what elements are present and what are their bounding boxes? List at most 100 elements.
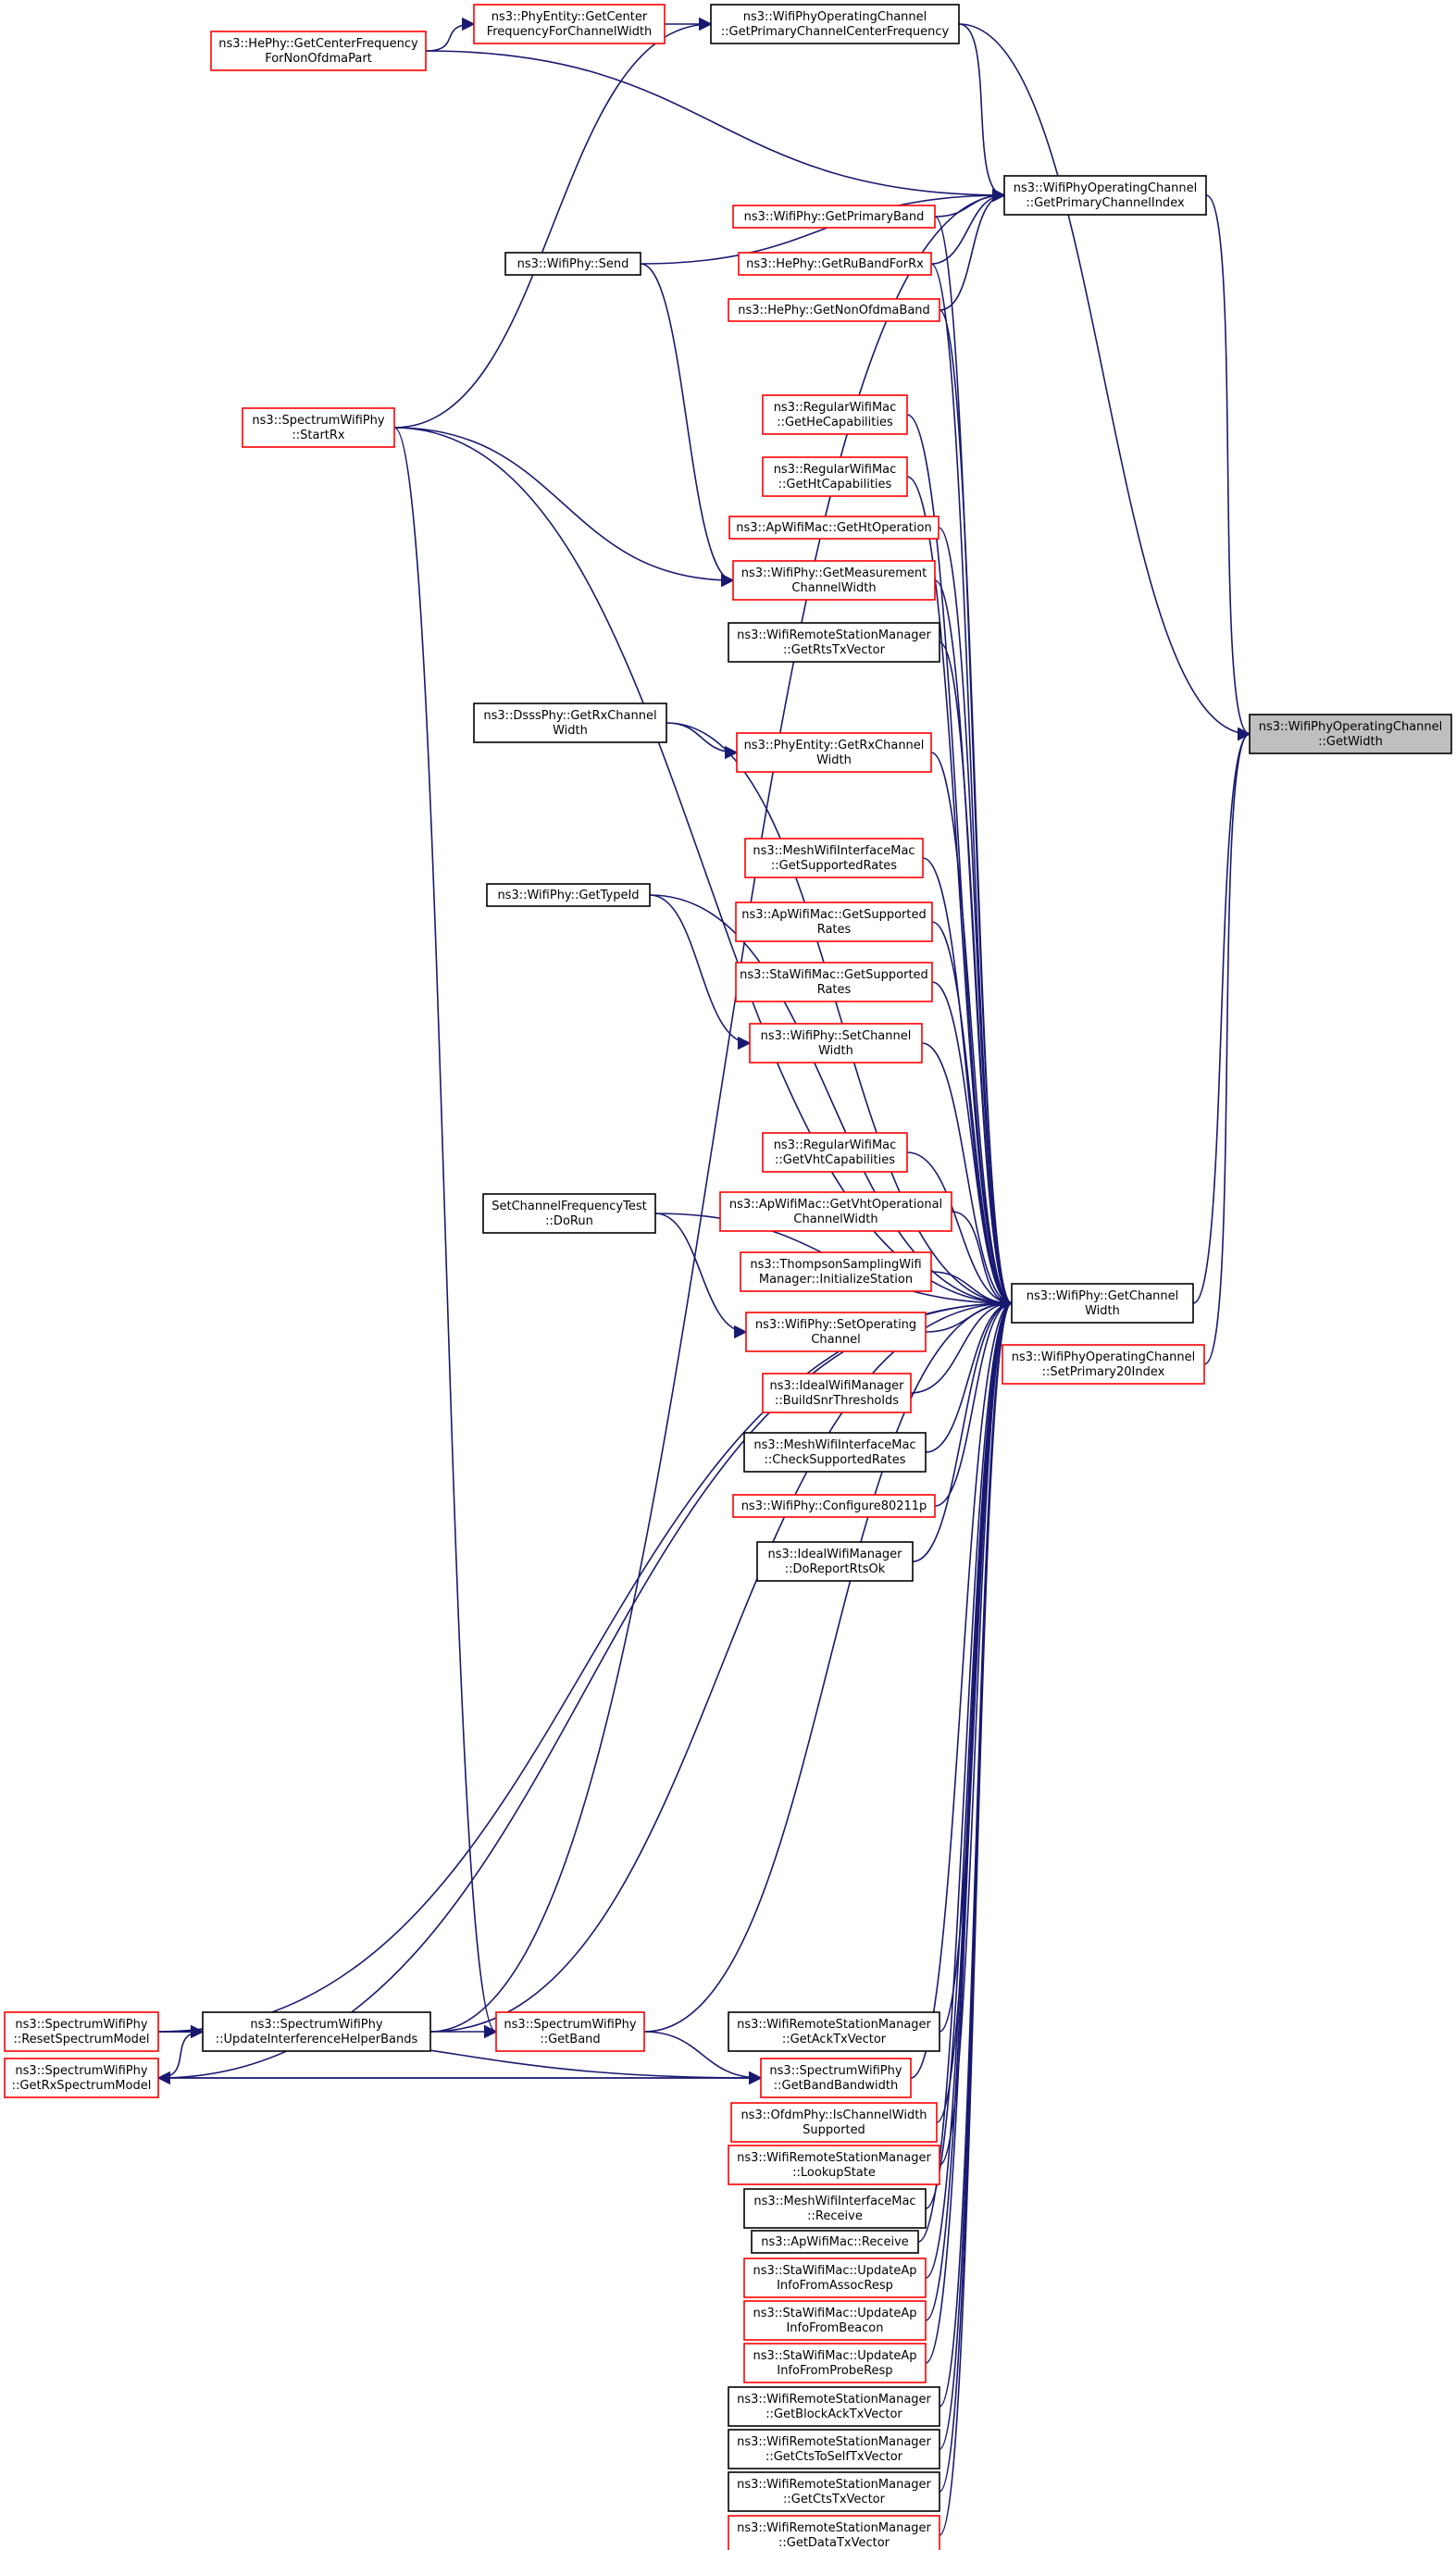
node-label: ns3::WifiPhy::GetChannel [1027, 1289, 1179, 1303]
node-getrxspectrum[interactable]: ns3::SpectrumWifiPhy::GetRxSpectrumModel [4, 2058, 159, 2098]
node-lookupstate[interactable]: ns3::WifiRemoteStationManager::LookupSta… [728, 2145, 940, 2185]
node-label: ns3::SpectrumWifiPhy [252, 414, 384, 428]
node-label: ns3::WifiPhyOperatingChannel [1259, 720, 1443, 734]
node-box [4, 2058, 159, 2098]
node-thompson[interactable]: ns3::ThompsonSamplingWifiManager::Initia… [740, 1251, 932, 1292]
node-label: ::StartRx [292, 429, 345, 442]
edge-path [157, 2024, 205, 2079]
node-box [728, 2386, 940, 2427]
node-configure80211p[interactable]: ns3::WifiPhy::Configure80211p [732, 1494, 936, 1518]
node-gethtCap[interactable]: ns3::RegularWifiMac::GetHtCapabilities [762, 456, 908, 497]
node-box [1003, 175, 1207, 216]
node-sta_assoc[interactable]: ns3::StaWifiMac::UpdateApInfoFromAssocRe… [743, 2258, 927, 2298]
node-label: ns3::DsssPhy::GetRxChannel [483, 709, 656, 723]
node-primarychannelcenter[interactable]: ns3::WifiPhyOperatingChannel::GetPrimary… [710, 4, 960, 44]
node-label: ns3::PhyEntity::GetRxChannel [744, 739, 925, 753]
node-resetspectrum[interactable]: ns3::SpectrumWifiPhy::ResetSpectrumModel [4, 2011, 159, 2052]
node-getvhtcap[interactable]: ns3::RegularWifiMac::GetVhtCapabilities [762, 1132, 908, 1173]
edge-path [666, 722, 739, 760]
node-sta_probe[interactable]: ns3::StaWifiMac::UpdateApInfoFromProbeRe… [743, 2343, 927, 2383]
node-label: ns3::WifiRemoteStationManager [737, 2393, 931, 2407]
node-phyentity_center[interactable]: ns3::PhyEntity::GetCenterFrequencyForCha… [473, 4, 666, 44]
edge-getband-to-getchannelwidth [643, 1296, 1014, 2033]
node-getctstoself[interactable]: ns3::WifiRemoteStationManager::GetCtsToS… [728, 2429, 940, 2469]
node-getprimaryband[interactable]: ns3::WifiPhy::GetPrimaryBand [732, 205, 936, 229]
node-getbandbandwidth[interactable]: ns3::SpectrumWifiPhy::GetBandBandwidth [760, 2058, 912, 2098]
node-getvhtop[interactable]: ns3::ApWifiMac::GetVhtOperationalChannel… [719, 1191, 952, 1232]
node-label: ns3::StaWifiMac::UpdateAp [753, 2349, 916, 2363]
node-label: ::GetHtCapabilities [778, 478, 892, 491]
node-getnonofdmaband[interactable]: ns3::HePhy::GetNonOfdmaBand [728, 298, 940, 322]
edge-path [910, 1296, 1014, 1394]
node-getrtstx[interactable]: ns3::WifiRemoteStationManager::GetRtsTxV… [728, 622, 940, 663]
node-label: ::GetSupportedRates [771, 859, 897, 873]
node-box [735, 902, 933, 942]
node-ap_receive[interactable]: ns3::ApWifiMac::Receive [751, 2230, 919, 2254]
node-updateinterference[interactable]: ns3::SpectrumWifiPhy::UpdateInterference… [202, 2011, 431, 2052]
node-mesh_checksupported[interactable]: ns3::MeshWifiInterfaceMac::CheckSupporte… [743, 1432, 927, 1473]
node-getband[interactable]: ns3::SpectrumWifiPhy::GetBand [495, 2011, 645, 2052]
edge-path [921, 1042, 1014, 1311]
node-getwidth[interactable]: ns3::WifiPhyOperatingChannel::GetWidth [1249, 714, 1452, 754]
edge-path [939, 1297, 1014, 2536]
node-label: ns3::WifiRemoteStationManager [737, 2521, 931, 2535]
node-buildsnr[interactable]: ns3::IdealWifiManager::BuildSnrThreshold… [762, 1373, 912, 1413]
edge-primarychannelindex-to-getwidth [1205, 194, 1251, 741]
node-label: ns3::WifiPhy::Configure80211p [741, 1499, 927, 1513]
node-mesh_receive[interactable]: ns3::MeshWifiInterfaceMac::Receive [743, 2188, 927, 2229]
node-label: ::GetBlockAckTxVector [765, 2407, 902, 2421]
node-primarychannelindex[interactable]: ns3::WifiPhyOperatingChannel::GetPrimary… [1003, 175, 1207, 216]
node-box [728, 2011, 940, 2052]
node-label: ::GetRtsTxVector [783, 643, 886, 657]
edge-path [958, 23, 1251, 741]
node-label: Channel [811, 1333, 860, 1347]
node-label: ns3::WifiPhy::SetChannel [761, 1029, 912, 1043]
node-label: ns3::WifiPhy::GetPrimaryBand [744, 210, 925, 224]
node-box [743, 2300, 927, 2341]
edge-hephy_center-to-primarychannelindex [425, 50, 1006, 203]
node-startrx[interactable]: ns3::SpectrumWifiPhy::StartRx [242, 407, 395, 448]
node-gethtop[interactable]: ns3::ApWifiMac::GetHtOperation [728, 516, 940, 540]
node-sta_supported[interactable]: ns3::StaWifiMac::GetSupportedRates [735, 962, 933, 1002]
node-box [749, 1023, 923, 1064]
edge-gethtCap-to-getchannelwidth [906, 476, 1014, 1310]
node-ap_supported[interactable]: ns3::ApWifiMac::GetSupportedRates [735, 902, 933, 942]
node-getheCap[interactable]: ns3::RegularWifiMac::GetHeCapabilities [762, 394, 908, 435]
node-setprimary20[interactable]: ns3::WifiPhyOperatingChannel::SetPrimary… [1002, 1344, 1205, 1385]
edge-path [958, 23, 1006, 203]
node-label: ns3::StaWifiMac::GetSupported [740, 968, 928, 982]
edge-path [1192, 728, 1251, 1304]
node-getdata[interactable]: ns3::WifiRemoteStationManager::GetDataTx… [728, 2515, 940, 2550]
node-getcts[interactable]: ns3::WifiRemoteStationManager::GetCtsTxV… [728, 2471, 940, 2512]
node-wifiphy_typeid[interactable]: ns3::WifiPhy::GetTypeId [486, 883, 651, 907]
node-label: ::GetPrimaryChannelIndex [1026, 196, 1185, 210]
node-label: ns3::IdealWifiManager [767, 1548, 902, 1561]
edge-primarychannelcenter-to-getwidth [958, 23, 1251, 741]
node-label: Manager::InitializeStation [759, 1273, 913, 1287]
edge-path [640, 188, 1006, 265]
node-getacktx[interactable]: ns3::WifiRemoteStationManager::GetAckTxV… [728, 2011, 940, 2052]
node-getrubandforrx[interactable]: ns3::HePhy::GetRuBandForRx [738, 252, 932, 276]
node-getblockack[interactable]: ns3::WifiRemoteStationManager::GetBlockA… [728, 2386, 940, 2427]
edge-primarychannelcenter-to-primarychannelindex [958, 23, 1006, 203]
node-wifiphy_send[interactable]: ns3::WifiPhy::Send [504, 252, 641, 276]
node-hephy_center[interactable]: ns3::HePhy::GetCenterFrequencyForNonOfdm… [210, 31, 427, 71]
node-label: ns3::ApWifiMac::GetVhtOperational [729, 1198, 942, 1212]
node-mesh_supported[interactable]: ns3::MeshWifiInterfaceMac::GetSupportedR… [744, 838, 924, 878]
edge-path [930, 263, 1014, 1310]
node-box [743, 1432, 927, 1473]
node-label: ::LookupState [792, 2166, 876, 2180]
node-label: ns3::SpectrumWifiPhy [15, 2064, 147, 2078]
edge-path [393, 427, 498, 2038]
node-setchanfreqtest[interactable]: SetChannelFrequencyTest::DoRun [482, 1193, 656, 1234]
node-doreportrtsok[interactable]: ns3::IdealWifiManager::DoReportRtsOk [756, 1541, 914, 1582]
